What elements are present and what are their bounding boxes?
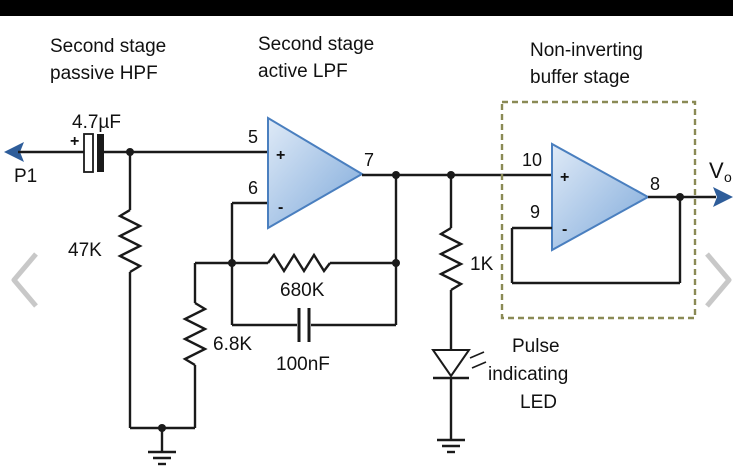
resistor-1k-value: 1K	[470, 254, 494, 275]
buffer-label-line2: buffer stage	[530, 67, 630, 88]
vout-label: V	[709, 158, 724, 183]
resistor-1k	[438, 226, 464, 292]
buffer-stage-box	[500, 100, 697, 320]
buffer-label-line1: Non-inverting	[530, 40, 643, 61]
capacitor-input-value: 4.7µF	[72, 112, 121, 133]
hpf-label-line1: Second stage	[50, 36, 166, 57]
junction-680k	[392, 259, 400, 267]
resistor-680k	[267, 252, 331, 274]
pin-7-label: 7	[364, 150, 374, 170]
resistor-6k8	[182, 301, 208, 367]
led-light-ray-2	[471, 361, 487, 369]
resistor-6k8-value: 6.8K	[213, 334, 252, 355]
opamp-buffer-plus: +	[560, 169, 569, 186]
prev-image-button[interactable]	[10, 250, 40, 310]
led-icon	[431, 349, 471, 378]
top-status-bar	[0, 0, 733, 16]
chevron-left-icon	[11, 252, 38, 308]
opamp-lpf-plus: +	[276, 147, 285, 164]
next-image-button[interactable]	[703, 250, 733, 310]
chevron-right-icon	[705, 252, 732, 308]
opamp-buffer-minus: -	[562, 221, 567, 238]
resistor-47k	[117, 208, 143, 274]
led-light-ray-1	[469, 351, 485, 359]
pin-6-label: 6	[248, 178, 258, 198]
opamp-buffer	[551, 142, 651, 252]
pin-10-label: 10	[522, 150, 542, 170]
vout-subscript: o	[724, 169, 732, 185]
capacitor-input-plate-solid	[97, 134, 104, 172]
opamp-lpf	[267, 116, 364, 230]
pin-5-label: 5	[248, 127, 258, 147]
capacitor-plus-sign: +	[70, 133, 79, 150]
capacitor-100nf-value: 100nF	[276, 354, 330, 375]
led-label-line3: LED	[520, 392, 557, 413]
p1-label: P1	[14, 166, 37, 187]
led-label-line2: indicating	[488, 364, 568, 385]
input-arrow-icon	[4, 142, 24, 162]
opamp-lpf-minus: -	[278, 199, 283, 216]
resistor-680k-value: 680K	[280, 280, 325, 301]
output-arrow-icon	[713, 187, 733, 207]
capacitor-input-plate-open	[83, 133, 94, 173]
lpf-label-line2: active LPF	[258, 61, 348, 82]
led-label-line1: Pulse	[512, 336, 560, 357]
junction-output	[676, 193, 684, 201]
hpf-label-line2: passive HPF	[50, 63, 158, 84]
lpf-label-line1: Second stage	[258, 34, 374, 55]
pin-9-label: 9	[530, 202, 540, 222]
pin-8-label: 8	[650, 174, 660, 194]
resistor-47k-value: 47K	[68, 240, 102, 261]
